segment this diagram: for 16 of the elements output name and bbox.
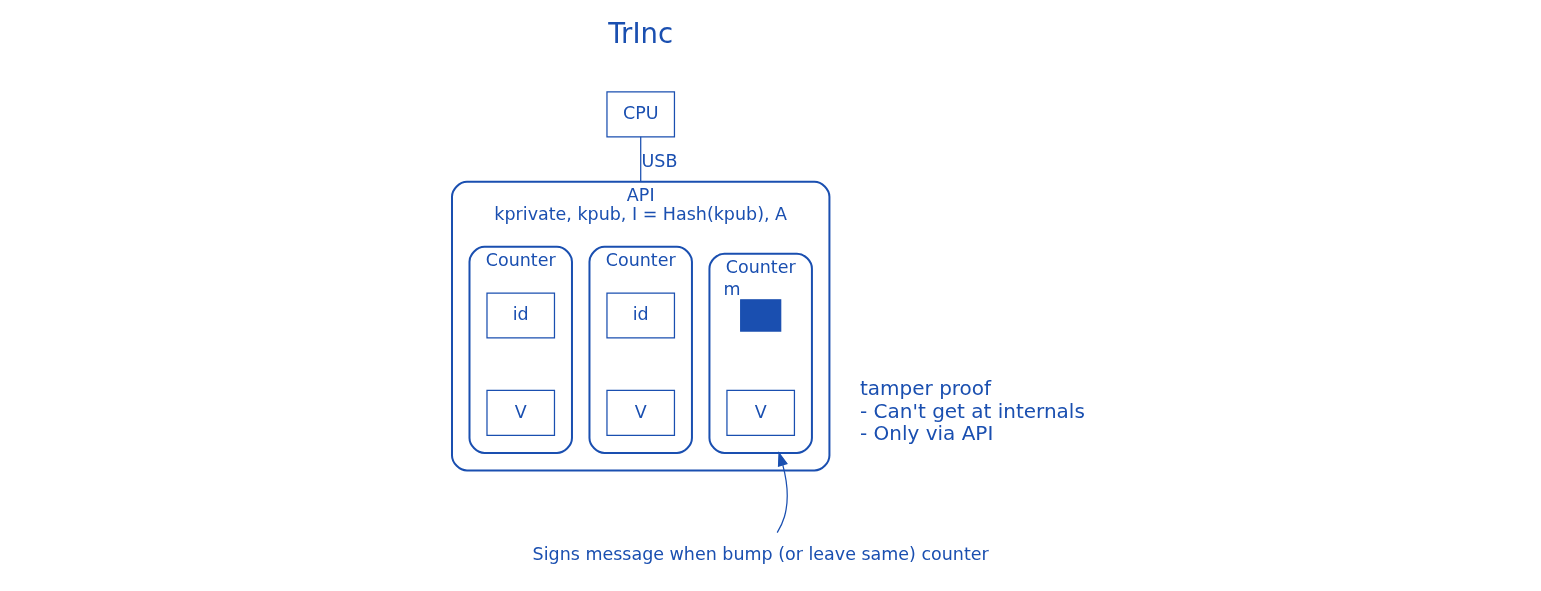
node-box: V — [605, 389, 675, 437]
node-box: CPU — [605, 91, 675, 138]
node-label: - Only via API — [859, 421, 993, 446]
node-label: - Can't get at internals — [859, 398, 1085, 423]
label: TrInc — [607, 16, 673, 49]
node-text: Signs message when bump (or leave same) counter — [532, 544, 989, 565]
node-box: id — [605, 292, 675, 339]
node-box: V — [485, 389, 555, 437]
node-box: id — [485, 292, 555, 339]
arrow — [776, 451, 788, 534]
node-box — [739, 299, 781, 332]
node-box: V — [725, 389, 795, 437]
node-label: m — [722, 279, 740, 300]
edge-label: USB — [641, 151, 677, 172]
node-label: tamper proof — [859, 376, 991, 401]
connector — [639, 136, 641, 183]
